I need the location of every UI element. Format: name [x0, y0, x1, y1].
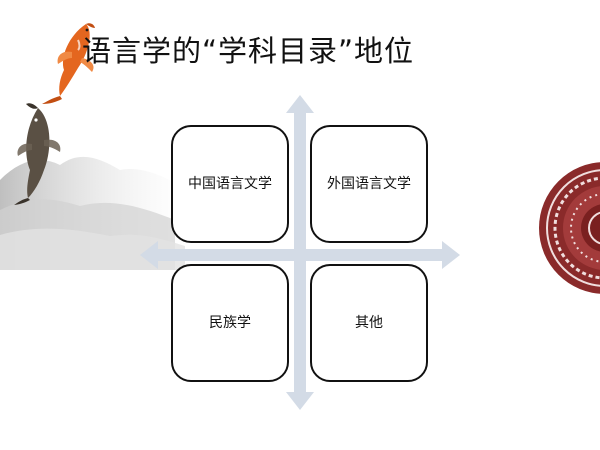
slide-title: 语言学的“学科目录”地位 — [82, 34, 415, 68]
ink-mountain-wash-icon — [0, 156, 185, 270]
horizontal-axis-shaft — [154, 249, 446, 261]
quadrant-label: 中国语言文学 — [188, 176, 272, 192]
arrow-right-icon — [442, 241, 460, 269]
decorative-round-seal-icon — [539, 162, 600, 294]
quadrant-label: 民族学 — [209, 315, 251, 331]
quadrant-chinese-language-literature: 中国语言文学 — [171, 125, 289, 243]
quadrant-other: 其他 — [310, 264, 428, 382]
quadrant-ethnology: 民族学 — [171, 264, 289, 382]
koi-fish-dark-icon — [14, 103, 61, 205]
quadrant-foreign-language-literature: 外国语言文学 — [310, 125, 428, 243]
quadrant-axes — [140, 95, 460, 410]
quadrant-label: 外国语言文学 — [327, 176, 411, 192]
arrow-down-icon — [286, 392, 314, 410]
arrow-left-icon — [140, 241, 158, 269]
quadrant-label: 其他 — [355, 315, 383, 331]
arrow-up-icon — [286, 95, 314, 113]
koi-fish-orange-icon — [42, 23, 95, 104]
